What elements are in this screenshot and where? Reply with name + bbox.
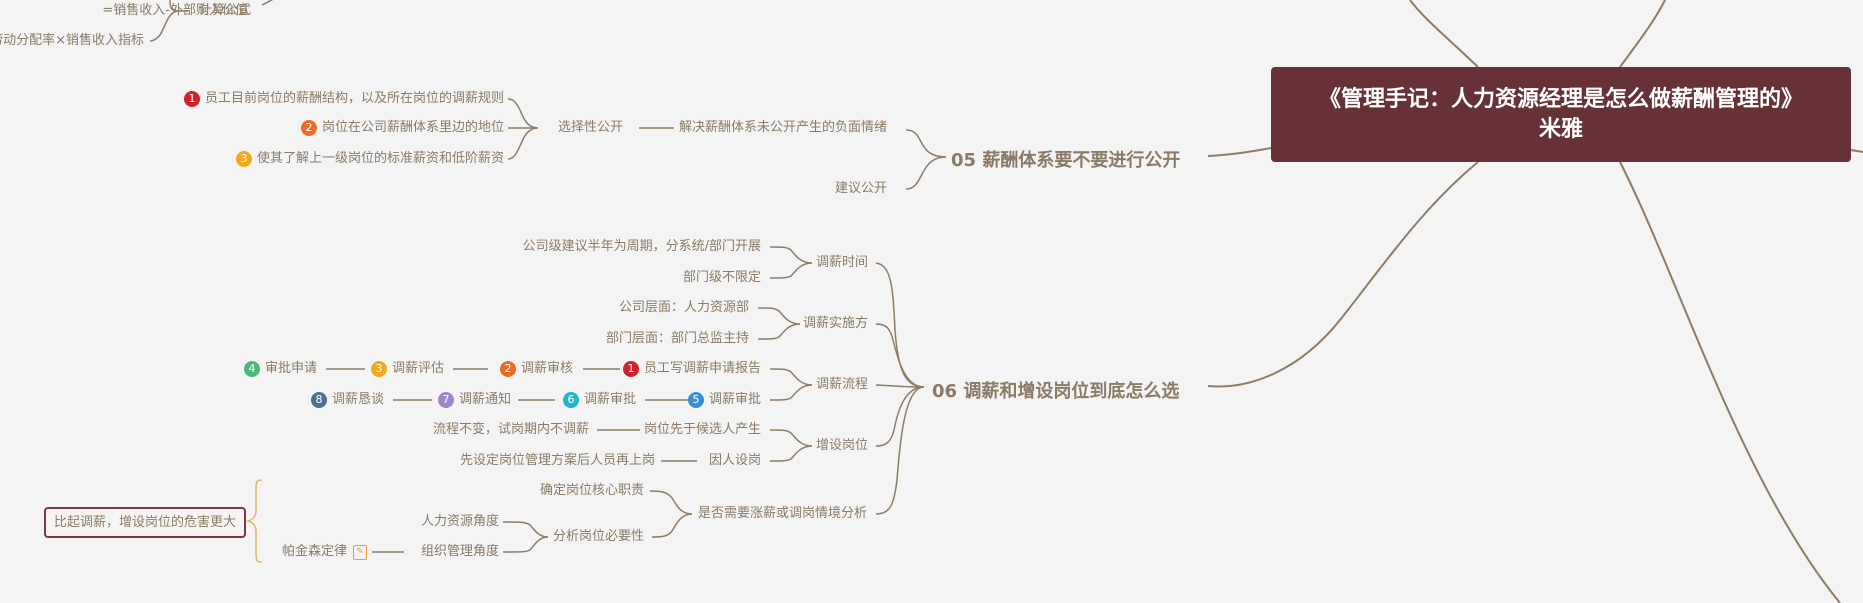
adjust-time-company[interactable]: 公司级建议半年为周期，分系统/部门开展 (522, 239, 761, 254)
add-post[interactable]: 增设岗位 (816, 438, 869, 453)
adjust-time[interactable]: 调薪时间 (816, 255, 869, 270)
root-author: 米雅 (1538, 116, 1583, 142)
adjust-time-dept[interactable]: 部门级不限定 (682, 270, 761, 285)
analysis-org[interactable]: 组织管理角度 (420, 544, 499, 559)
situation-analysis[interactable]: 是否需要涨薪或调岗情境分析 (698, 506, 868, 521)
formula-item-2[interactable]: 劳动分配率×销售收入指标 (0, 33, 144, 48)
branch-05-selective[interactable]: 选择性公开 (558, 120, 624, 135)
number-badge-icon: 1 (622, 361, 639, 377)
number-badge-icon: 2 (499, 361, 516, 377)
analysis-core-duty[interactable]: 确定岗位核心职责 (539, 483, 644, 498)
memo-icon[interactable]: ✎ (353, 544, 367, 560)
branch-06-title[interactable]: 06 调薪和增设岗位到底怎么选 (932, 381, 1180, 402)
number-badge-icon: 5 (687, 392, 704, 408)
summary-note[interactable]: 比起调薪，增设岗位的危害更大 (44, 507, 246, 538)
number-badge-icon: 1 (183, 91, 200, 107)
add-post-a[interactable]: 岗位先于候选人产生 (643, 422, 761, 437)
executor-dept[interactable]: 部门层面：部门总监主持 (605, 331, 749, 346)
branch-05-title[interactable]: 05 薪酬体系要不要进行公开 (951, 150, 1181, 171)
root-title: 《管理手记：人力资源经理是怎么做薪酬管理的》 (1318, 86, 1803, 112)
add-post-a-child[interactable]: 流程不变，试岗期内不调薪 (432, 422, 589, 437)
parkinson-law[interactable]: 帕金森定律✎ (282, 544, 367, 561)
number-badge-icon: 7 (437, 392, 454, 408)
analysis-necessity[interactable]: 分析岗位必要性 (552, 529, 644, 544)
number-badge-icon: 8 (310, 392, 327, 408)
adjust-process[interactable]: 调薪流程 (816, 377, 869, 392)
formula-item-1[interactable]: =销售收入-外部购入价值 (102, 3, 248, 18)
branch-05-sub1[interactable]: 解决薪酬体系未公开产生的负面情绪 (679, 120, 888, 135)
number-badge-icon: 2 (300, 120, 317, 136)
add-post-b[interactable]: 因人设岗 (708, 453, 761, 468)
formula-label[interactable]: 计算公式 (199, 3, 252, 18)
adjust-executor[interactable]: 调薪实施方 (803, 316, 869, 331)
number-badge-icon: 6 (562, 392, 579, 408)
branch-05-suggest[interactable]: 建议公开 (835, 181, 888, 196)
analysis-hr[interactable]: 人力资源角度 (420, 514, 499, 529)
add-post-b-child[interactable]: 先设定岗位管理方案后人员再上岗 (459, 453, 655, 468)
number-badge-icon: 3 (370, 361, 387, 377)
executor-company[interactable]: 公司层面：人力资源部 (618, 300, 749, 315)
root-topic[interactable]: 《管理手记：人力资源经理是怎么做薪酬管理的》 米雅 (1271, 67, 1851, 162)
number-badge-icon: 3 (235, 151, 252, 167)
number-badge-icon: 4 (243, 361, 260, 377)
